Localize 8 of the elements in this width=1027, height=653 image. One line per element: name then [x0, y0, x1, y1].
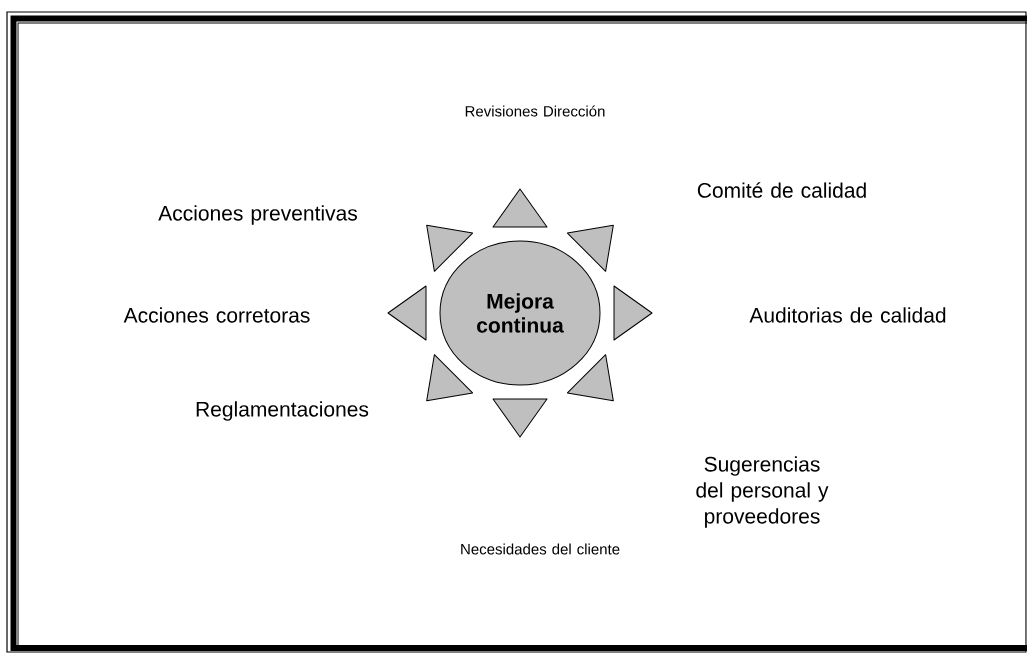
label-text: Reglamentaciones [196, 401, 369, 421]
label-text: Comité de calidad [697, 182, 866, 198]
label-text: Acciones corretoras [123, 307, 310, 323]
label-text: Necesidades del cliente [461, 543, 620, 555]
label-text: Sugerencias del personal y proveedores [696, 456, 829, 528]
label-text: Revisiones Dirección [465, 105, 605, 117]
label-text: Auditorias de calidad [749, 307, 946, 323]
label-text: Acciones preventivas [158, 205, 357, 225]
